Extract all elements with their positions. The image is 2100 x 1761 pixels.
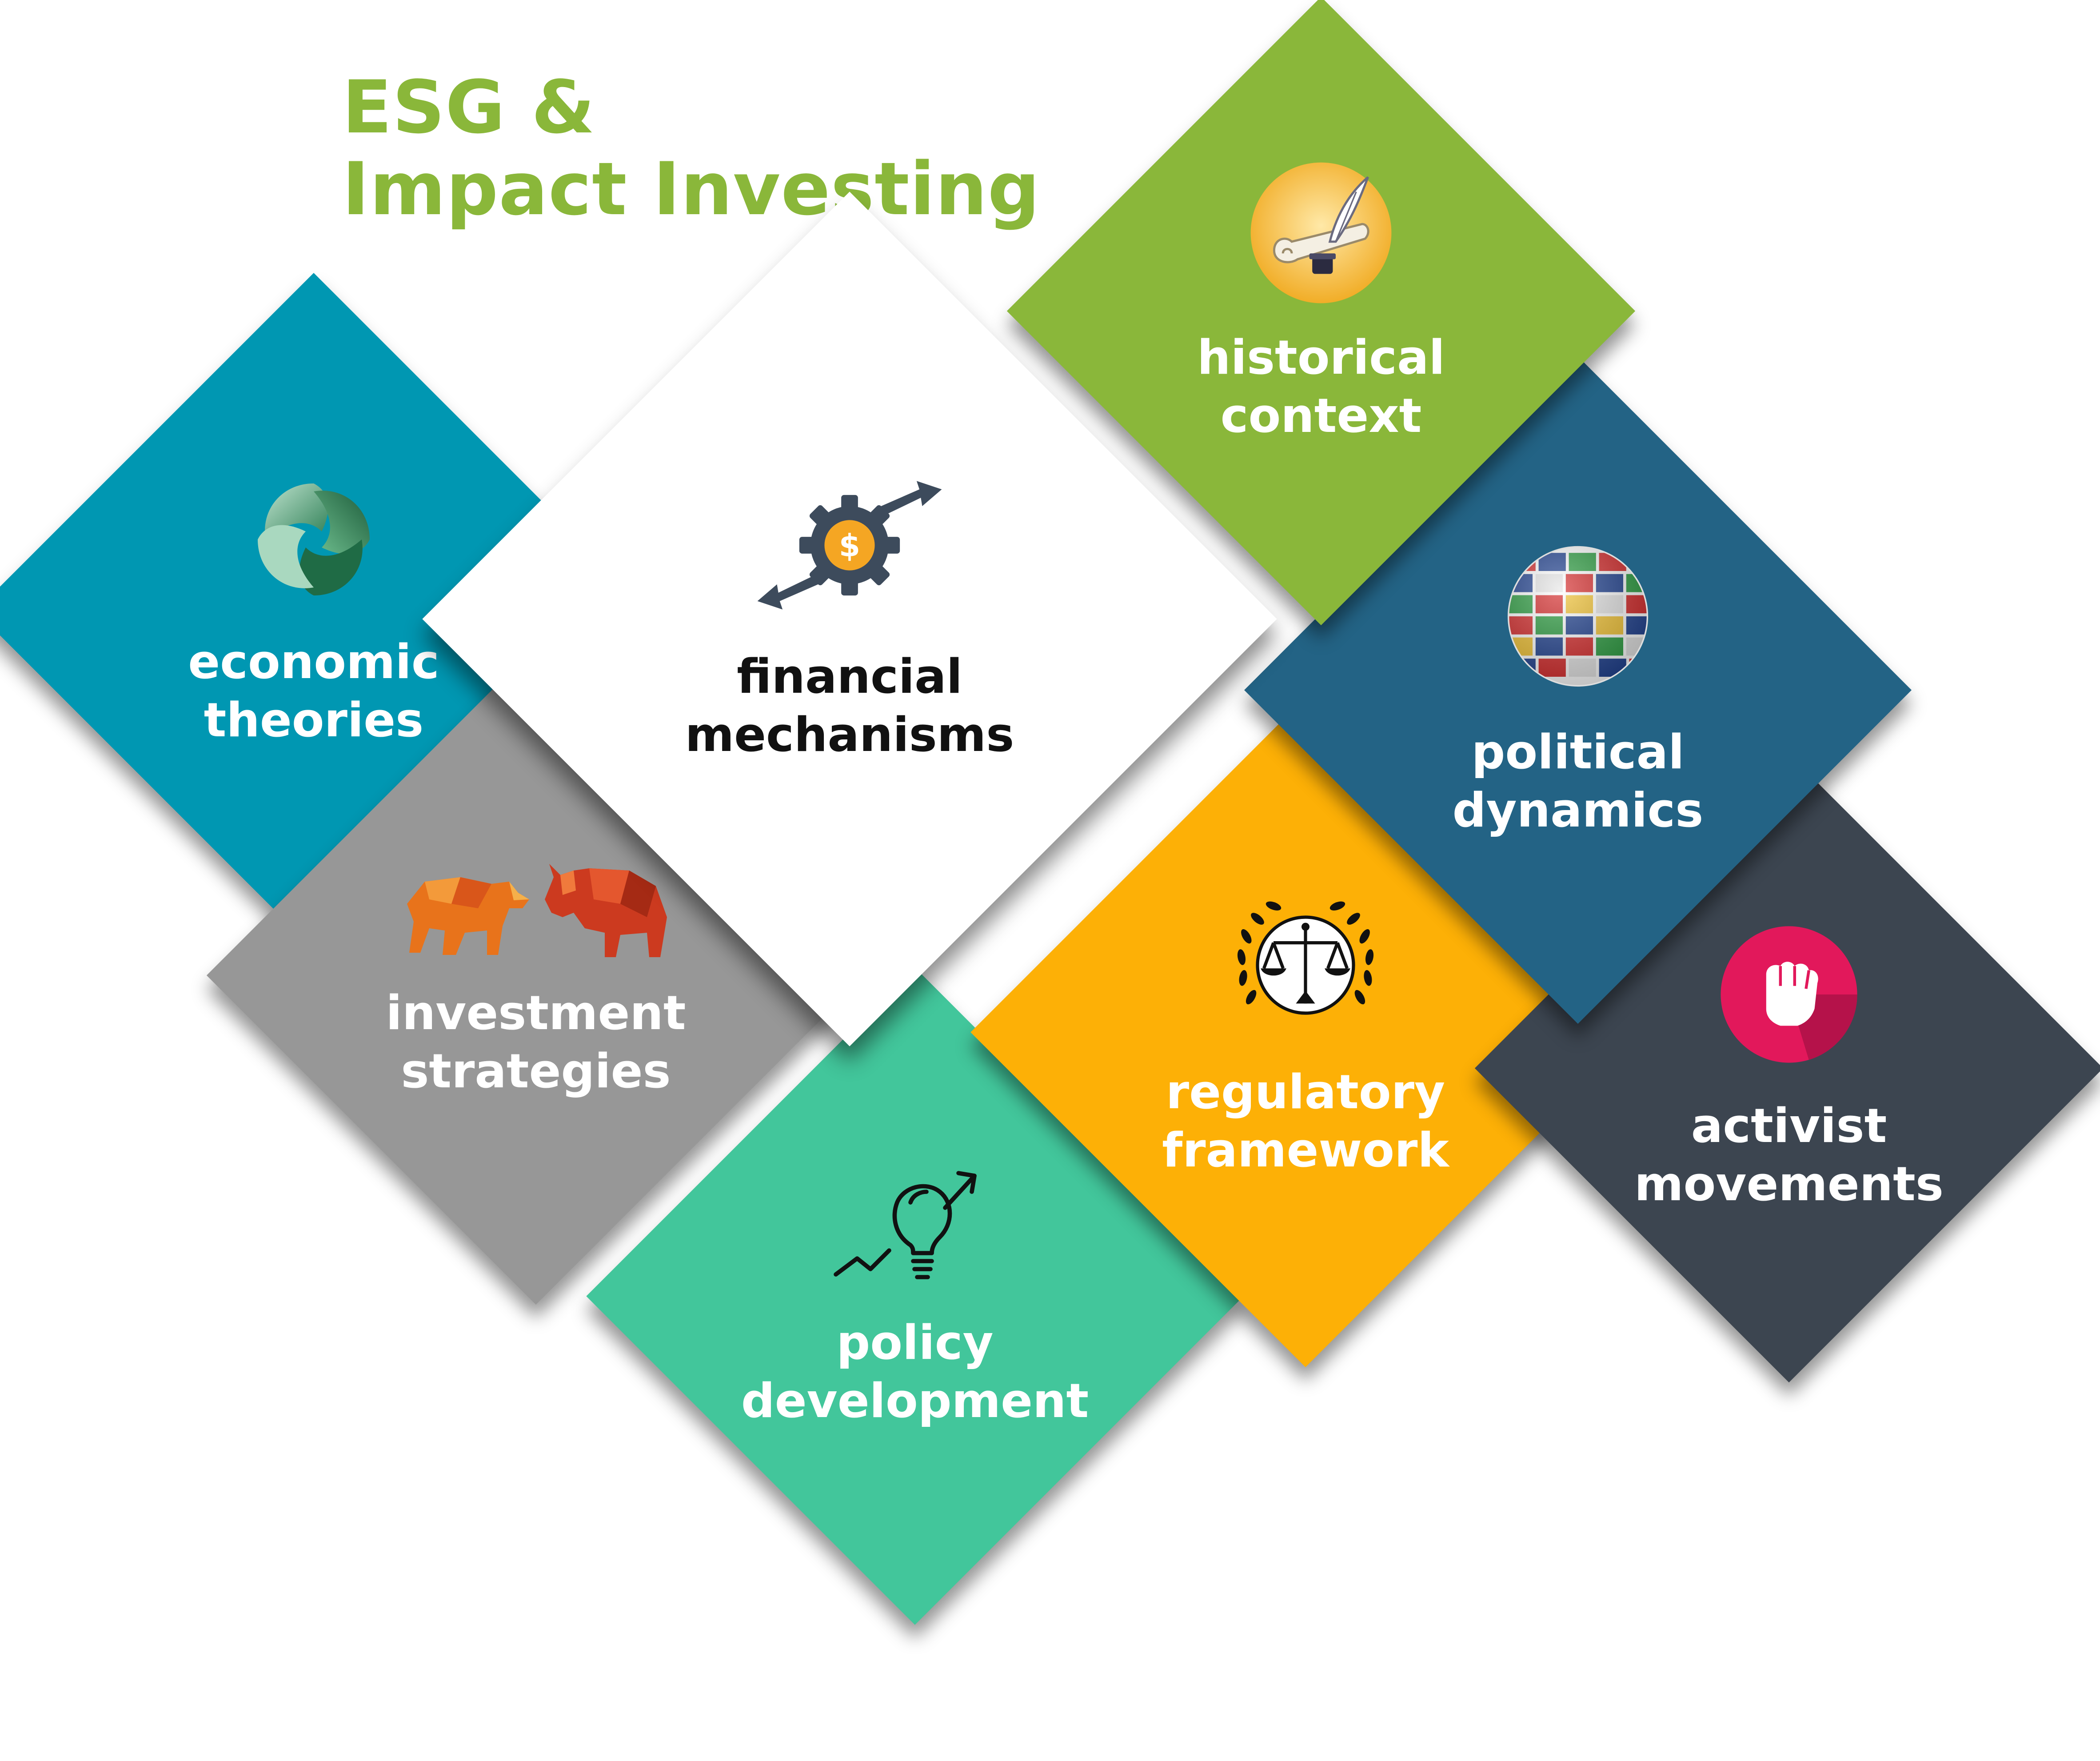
green-swirl-logo-icon	[258, 483, 370, 595]
bull-and-bear-icon	[407, 863, 667, 957]
tile-political-dynamics: political dynamics	[1244, 356, 1912, 1024]
lightbulb-growth-arrow-icon	[834, 1170, 977, 1279]
tile-political-line-2: dynamics	[1452, 783, 1704, 838]
tile-economic-line-2: theories	[204, 693, 424, 747]
tile-investment-line-1: investment	[386, 985, 686, 1040]
tile-financial-line-1: financial	[736, 649, 963, 704]
tile-economic-theories: economic theories	[0, 273, 652, 949]
tile-regulatory-framework: regulatory framework	[970, 697, 1641, 1367]
tile-policy-line-1: policy	[836, 1315, 994, 1370]
tile-political-line-1: political	[1471, 724, 1685, 779]
diagram-title: ESG & Impact Investing	[342, 67, 1040, 230]
tile-financial-mechanisms: $ financial mechanisms	[422, 192, 1277, 1046]
raised-fist-icon	[1721, 926, 1857, 1063]
tile-historical-line-1: historical	[1197, 330, 1445, 385]
dollar-gear-exchange-icon: $	[757, 480, 942, 610]
tile-historical-context: historical context	[1006, 0, 1636, 626]
svg-text:$: $	[839, 528, 860, 564]
tile-activist-movements: activist movements	[1474, 754, 2100, 1383]
tile-historical-line-2: context	[1220, 388, 1422, 443]
tile-investment-strategies: investment strategies	[206, 646, 866, 1305]
tile-financial-line-2: mechanisms	[685, 707, 1014, 762]
world-flags-globe-icon	[1507, 546, 1649, 687]
tile-investment-line-2: strategies	[401, 1044, 671, 1098]
quill-scroll-icon	[1250, 162, 1392, 303]
justice-scales-laurel-icon	[1237, 901, 1374, 1015]
tile-regulatory-line-1: regulatory	[1166, 1064, 1445, 1119]
tile-activist-line-1: activist	[1691, 1098, 1887, 1153]
tile-economic-line-1: economic	[188, 634, 439, 689]
tile-regulatory-line-2: framework	[1162, 1123, 1449, 1178]
tile-activist-line-2: movements	[1634, 1157, 1944, 1211]
title-line-2: Impact Investing	[342, 146, 1040, 232]
tile-policy-line-2: development	[741, 1374, 1089, 1428]
tile-policy-development: policy development	[586, 967, 1244, 1625]
title-line-1: ESG &	[342, 65, 595, 150]
